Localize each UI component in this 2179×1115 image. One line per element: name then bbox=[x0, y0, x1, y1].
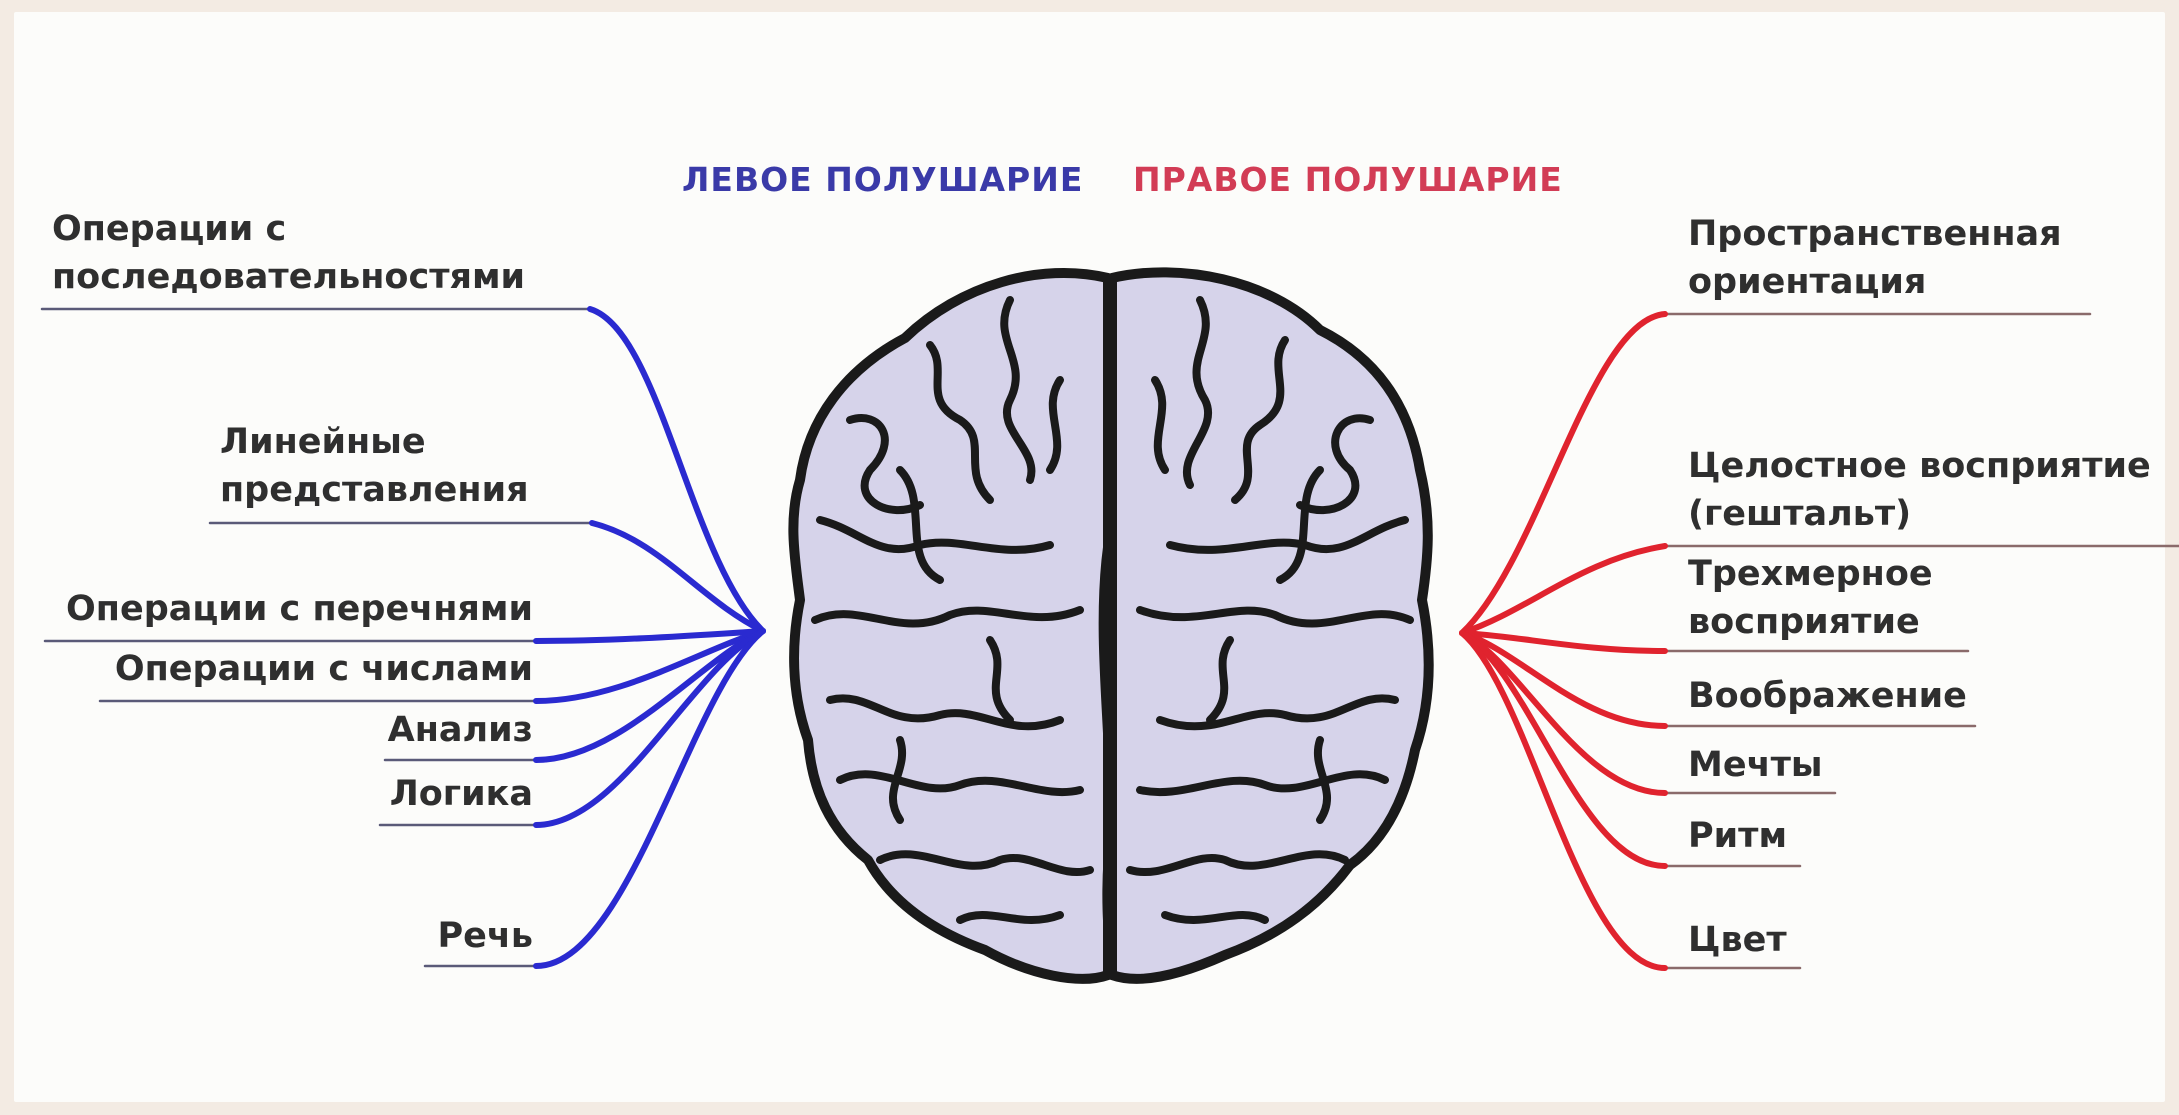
sulcus-l10 bbox=[960, 915, 1060, 920]
sulcus-r10 bbox=[1165, 915, 1265, 920]
left-branch-6 bbox=[536, 631, 763, 825]
left-branch-2 bbox=[592, 523, 763, 631]
left-branch-3 bbox=[536, 631, 763, 641]
brain-illustration bbox=[793, 272, 1428, 979]
left-branch-7 bbox=[536, 631, 763, 966]
left-branch-1 bbox=[590, 309, 763, 631]
right-branch-7 bbox=[1462, 633, 1665, 968]
